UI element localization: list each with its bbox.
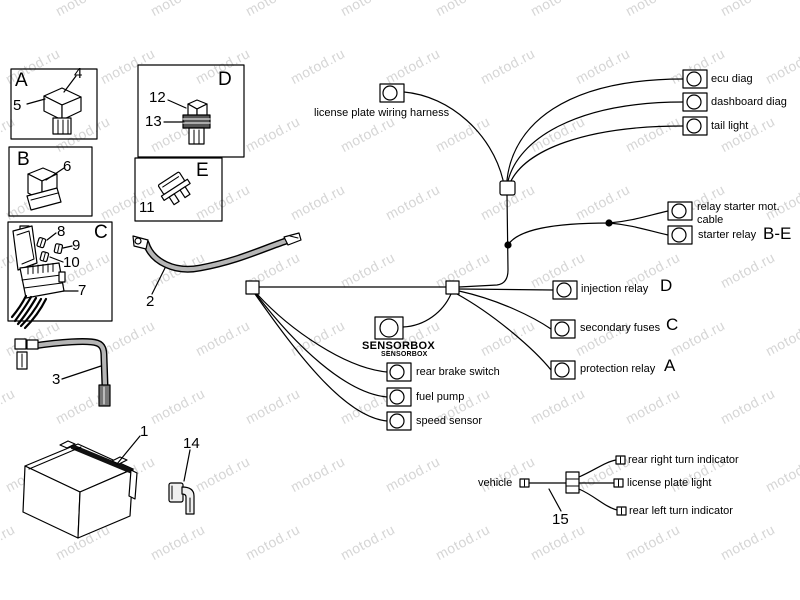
part-number-11: 11 (139, 199, 155, 216)
label-injection-relay: injection relay (581, 283, 649, 295)
connector-starter-relay (668, 226, 692, 244)
label-secondary-fuses: secondary fuses (580, 322, 661, 334)
label-dashboard-diag: dashboard diag (711, 96, 787, 108)
vehicle-harness-15 (520, 456, 626, 515)
battery-drawing (23, 441, 137, 538)
inset-letter-a: A (15, 70, 28, 91)
leader-15 (549, 489, 561, 511)
inset-box-a (11, 69, 97, 139)
connector-fuel-pump (387, 388, 411, 406)
part-number-1: 1 (140, 423, 149, 440)
connector-secondary-fuses (551, 320, 575, 338)
fuse-e-drawing (155, 170, 195, 208)
label-starter-relay: starter relay (698, 229, 757, 241)
label-rear-brake-switch: rear brake switch (416, 366, 500, 378)
part-number-15: 15 (552, 511, 569, 528)
part-number-12: 12 (149, 89, 166, 106)
junction-right (446, 281, 459, 294)
inset-letter-b: B (17, 149, 30, 170)
leader-8 (47, 233, 56, 240)
junction-top (500, 181, 515, 195)
label-ecu-diag: ecu diag (711, 73, 753, 85)
part-number-2: 2 (146, 293, 155, 310)
part-number-3: 3 (52, 371, 61, 388)
connector-dashboard-diag (683, 93, 707, 111)
relay-a-drawing (44, 88, 81, 134)
inset-letter-e: E (196, 160, 209, 181)
ref-secondary-fuses: C (666, 315, 679, 334)
label-sensorbox: SENSORBOX (362, 340, 435, 352)
inset-box-d (138, 65, 244, 157)
label-rear-left-turn: rear left turn indicator (629, 505, 733, 517)
fuse-box-c-drawing (12, 226, 65, 328)
part-number-8: 8 (57, 223, 66, 240)
leader-1 (117, 436, 140, 464)
connector-speed-sensor (387, 412, 411, 430)
relay-b-drawing (27, 168, 61, 210)
cable-2-drawing (133, 233, 301, 269)
leader-3 (62, 366, 101, 379)
leader-12 (168, 100, 186, 108)
cable-3-drawing (15, 339, 110, 406)
connector-relay-starter-cable (668, 202, 692, 220)
relay-d-drawing (183, 100, 210, 144)
leader-10 (50, 257, 63, 262)
label-relay-starter-line1: relay starter mot. (697, 201, 780, 213)
part-number-9: 9 (72, 237, 81, 254)
inset-letter-c: C (94, 222, 108, 243)
connector-rear-brake-switch (387, 363, 411, 381)
label-protection-relay: protection relay (580, 363, 656, 375)
label-rear-right-turn: rear right turn indicator (628, 454, 739, 466)
part-number-6: 6 (63, 158, 72, 175)
ref-starter-relay: B-E (763, 224, 792, 243)
part-number-4: 4 (74, 65, 83, 82)
label-sensorbox-sub: SENSORBOX (381, 351, 428, 358)
junction-left (246, 281, 259, 294)
leader-2 (152, 268, 165, 294)
bracket-14-drawing (169, 483, 194, 514)
leader-14 (184, 450, 190, 481)
leader-4 (64, 76, 76, 92)
connector-sensorbox (375, 317, 403, 339)
inset-letter-d: D (218, 69, 232, 90)
label-fuel-pump: fuel pump (416, 391, 465, 403)
inset-box-b (9, 147, 92, 216)
connector-injection-relay (553, 281, 577, 299)
label-license-plate-harness: license plate wiring harness (314, 107, 450, 119)
label-relay-starter-line2: cable (697, 214, 724, 226)
label-tail-light: tail light (711, 120, 749, 132)
part-number-14: 14 (183, 435, 200, 452)
connector-tail-light (683, 117, 707, 135)
label-speed-sensor: speed sensor (416, 415, 483, 427)
ref-injection-relay: D (660, 276, 673, 295)
leader-5 (27, 99, 45, 104)
leader-6 (46, 168, 64, 180)
part-number-5: 5 (13, 97, 22, 114)
label-vehicle: vehicle (478, 477, 513, 489)
label-license-plate-light: license plate light (627, 477, 712, 489)
part-number-10: 10 (63, 254, 80, 271)
part-number-13: 13 (145, 113, 162, 130)
harness-wires (255, 79, 683, 421)
ref-protection-relay: A (664, 356, 676, 375)
connector-license-plate-harness (380, 84, 404, 102)
connector-ecu-diag (683, 70, 707, 88)
inset-box-c (8, 222, 112, 321)
inset-box-e (135, 158, 222, 221)
connector-protection-relay (551, 361, 575, 379)
leader-9 (63, 246, 72, 248)
part-number-7: 7 (78, 282, 87, 299)
